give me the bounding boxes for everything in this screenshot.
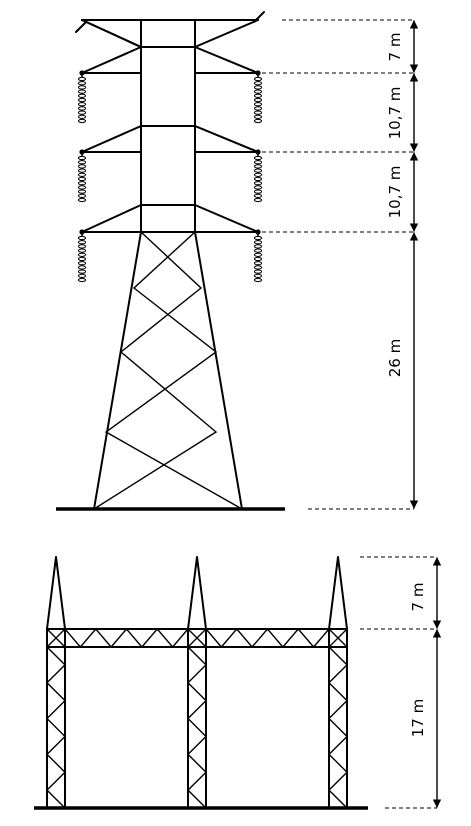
portal-column bbox=[187, 628, 207, 809]
portal-columns bbox=[46, 628, 348, 809]
portal-structure bbox=[34, 556, 368, 810]
tower-lower-body bbox=[93, 231, 243, 510]
insulator-string bbox=[253, 70, 263, 124]
insulator-string bbox=[253, 229, 263, 283]
tower-upper-body bbox=[140, 19, 196, 233]
lattice-tower-top bbox=[56, 11, 285, 511]
portal-column bbox=[46, 628, 66, 809]
crossarm-lower bbox=[81, 204, 259, 233]
insulator-string bbox=[77, 229, 87, 283]
dimension-label-7m-bottom: 7 m bbox=[409, 583, 427, 612]
dimension-label-26m: 26 m bbox=[386, 339, 404, 377]
crossarm-middle bbox=[81, 125, 259, 153]
insulator-string bbox=[77, 149, 87, 203]
shield-wire-crossarm bbox=[75, 11, 265, 74]
dimension-label-10-7m-lower: 10,7 m bbox=[386, 166, 404, 219]
portal-beam bbox=[46, 627, 348, 649]
insulator-strings bbox=[77, 70, 263, 283]
portal-column bbox=[328, 628, 348, 809]
insulator-string bbox=[77, 70, 87, 124]
shield-spires bbox=[46, 556, 348, 630]
dimension-lines-bottom: 7 m 17 m bbox=[360, 556, 442, 809]
insulator-string bbox=[253, 149, 263, 203]
dimension-label-17m: 17 m bbox=[409, 699, 427, 737]
dimension-lines-top: 7 m 10,7 m 10,7 m 26 m bbox=[262, 19, 419, 510]
dimension-label-7m-top: 7 m bbox=[386, 33, 404, 62]
dimension-label-10-7m-upper: 10,7 m bbox=[386, 87, 404, 140]
